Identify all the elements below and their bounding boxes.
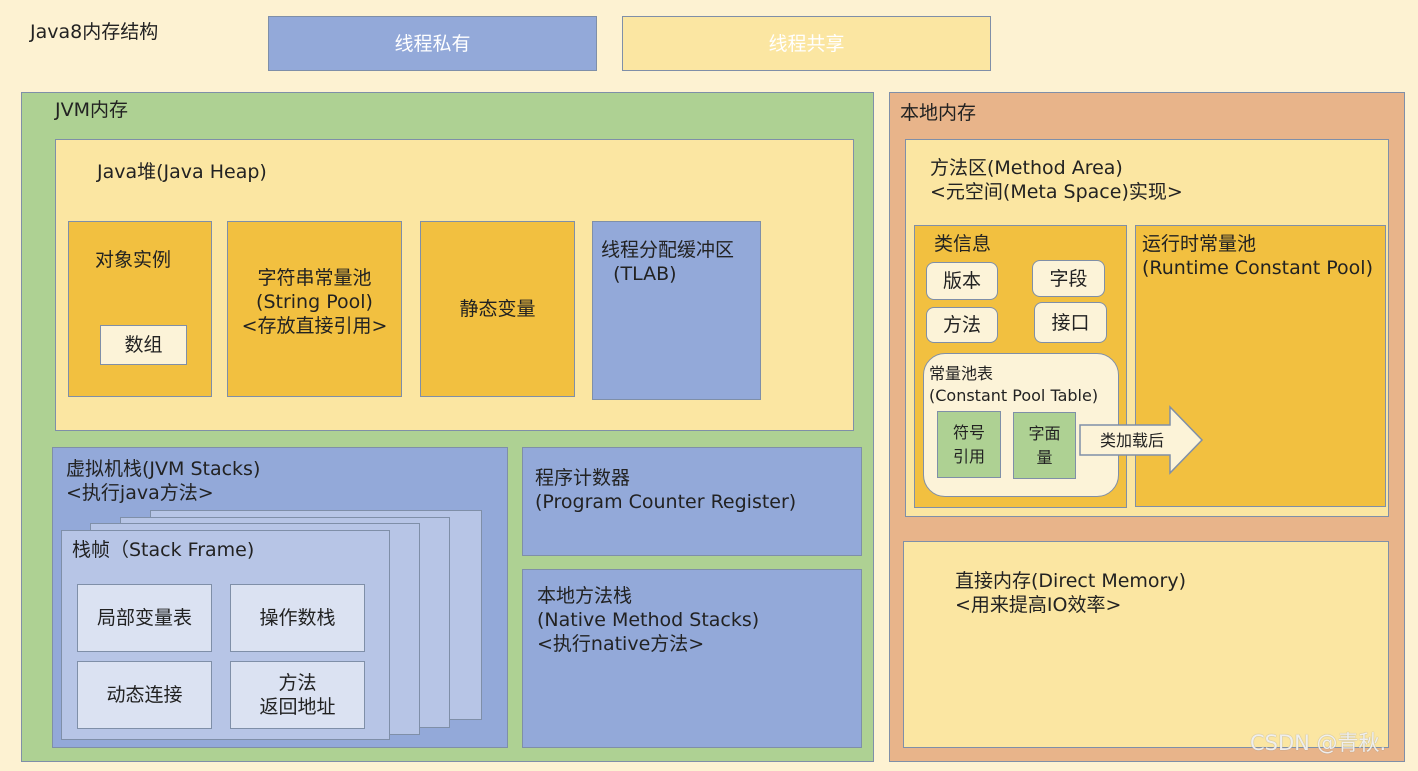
direct-memory (903, 541, 1389, 748)
diagram-title: Java8内存结构 (30, 21, 159, 43)
native-method-stacks-label: 本地方法栈 (Native Method Stacks) <执行native方法… (537, 585, 760, 655)
java-heap-label: Java堆(Java Heap) (97, 161, 267, 183)
literal: 字面 量 (1013, 412, 1076, 479)
tlab-label: 线程分配缓冲区 (TLAB) (601, 239, 735, 285)
runtime-constant-pool-label: 运行时常量池 (Runtime Constant Pool) (1142, 233, 1373, 279)
native-memory-label: 本地内存 (900, 102, 977, 124)
object-instances-label: 对象实例 (95, 249, 172, 271)
tlab (592, 221, 761, 400)
legend-thread-shared: 线程共享 (622, 16, 991, 71)
stack-frame-label: 栈帧（Stack Frame) (72, 539, 255, 561)
method-area-label: 方法区(Method Area) <元空间(Meta Space)实现> (930, 157, 1183, 203)
string-pool: 字符串常量池 (String Pool) <存放直接引用> (227, 221, 402, 397)
operand-stack: 操作数栈 (230, 584, 365, 652)
dynamic-linking: 动态连接 (77, 661, 212, 729)
version-box: 版本 (926, 262, 998, 300)
arrow-label: 类加载后 (1100, 431, 1165, 450)
symbolic-reference: 符号 引用 (937, 411, 1001, 478)
program-counter (522, 447, 862, 556)
interface-box: 接口 (1034, 302, 1107, 343)
arrow-icon (1079, 405, 1204, 475)
local-variables: 局部变量表 (77, 584, 212, 652)
native-method-stacks (522, 569, 862, 748)
static-variables: 静态变量 (420, 221, 575, 397)
method-box: 方法 (926, 307, 998, 343)
field-box: 字段 (1032, 260, 1105, 297)
program-counter-label: 程序计数器 (Program Counter Register) (535, 467, 797, 513)
direct-memory-label: 直接内存(Direct Memory) <用来提高IO效率> (955, 570, 1187, 616)
watermark: CSDN @青秋. (1250, 731, 1387, 755)
object-instances (68, 221, 212, 397)
array-box: 数组 (100, 325, 187, 365)
constant-pool-table-label: 常量池表 (Constant Pool Table) (929, 364, 1099, 405)
jvm-stacks-label: 虚拟机栈(JVM Stacks) <执行java方法> (66, 458, 261, 504)
class-info-label: 类信息 (934, 233, 992, 255)
legend-thread-private: 线程私有 (268, 16, 597, 71)
return-address: 方法 返回地址 (230, 661, 365, 729)
jvm-memory-label: JVM内存 (55, 99, 128, 121)
